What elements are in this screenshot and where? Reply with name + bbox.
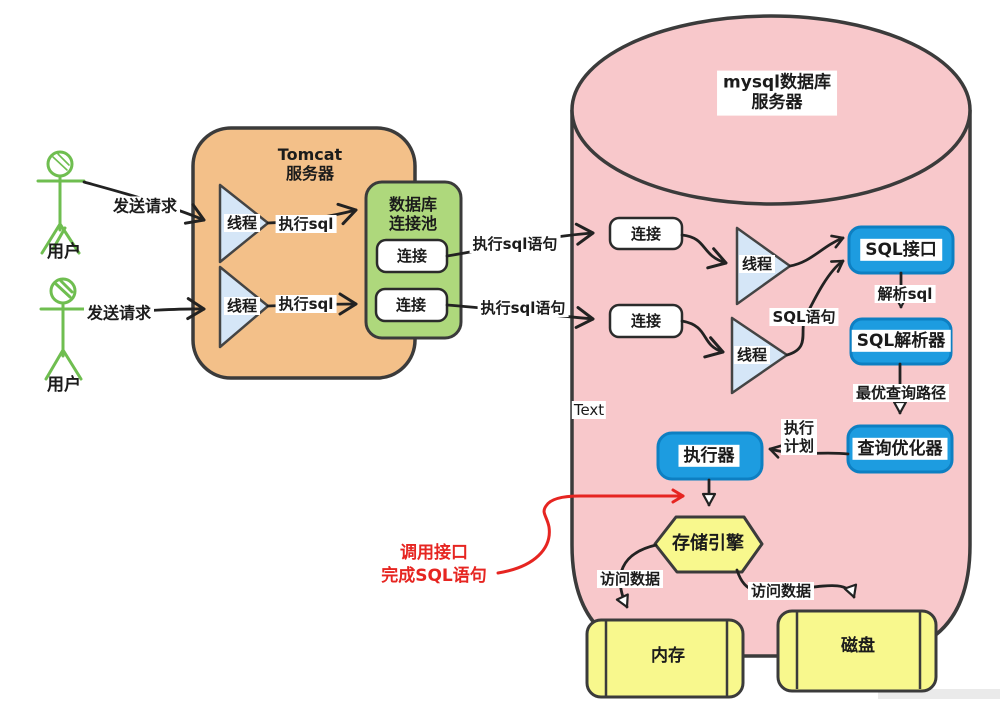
mysql-title-line1: mysql数据库 xyxy=(723,72,831,93)
tomcat-title: Tomcat 服务器 xyxy=(278,145,342,183)
edge-label-exec-sql-stmt-1: 执行sql语句 xyxy=(469,235,561,253)
tomcat-thread-label-2: 线程 xyxy=(223,297,261,315)
memory-box xyxy=(585,618,745,699)
storage-engine-hexagon xyxy=(653,515,764,574)
tomcat-thread-label-1: 线程 xyxy=(223,214,261,232)
disk-box xyxy=(776,609,938,693)
sql-parser-label: SQL解析器 xyxy=(851,329,951,353)
annotation-line1: 调用接口 xyxy=(400,543,468,564)
storage-engine-label: 存储引擎 xyxy=(672,533,744,555)
pool-title-line1: 数据库 xyxy=(388,194,438,214)
edge-label-exec-sql-1: 执行sql xyxy=(275,215,337,233)
tomcat-title-line1: Tomcat xyxy=(277,144,343,164)
edge-label-exec-sql-2: 执行sql xyxy=(275,295,337,313)
mysql-title: mysql数据库 服务器 xyxy=(717,70,837,116)
mysql-connection-label-1: 连接 xyxy=(630,225,662,243)
executor-label: 执行器 xyxy=(678,444,740,468)
user-label-2: 用户 xyxy=(47,374,81,395)
mysql-connection-box-1 xyxy=(608,216,684,251)
edge-label-send-request-2: 发送请求 xyxy=(83,303,155,323)
pool-title: 数据库 连接池 xyxy=(389,195,437,233)
user-figure-2 xyxy=(39,277,89,381)
edge-label-exec-plan-line2: 计划 xyxy=(783,437,815,455)
user-figure-1 xyxy=(36,150,86,255)
annotation-text: 调用接口 完成SQL语句 xyxy=(381,542,487,588)
user-label-1: 用户 xyxy=(47,241,81,262)
mysql-title-line2: 服务器 xyxy=(751,93,803,113)
mysql-connection-label-2: 连接 xyxy=(630,312,662,330)
edge-label-best-query-path: 最优查询路径 xyxy=(852,384,950,402)
edge-label-access-data-left: 访问数据 xyxy=(596,570,664,588)
edge-label-sql-statement: SQL语句 xyxy=(769,308,839,326)
arrow-storage-to-memory xyxy=(615,543,658,609)
bottom-strip xyxy=(878,689,1000,699)
mysql-thread-label-1: 线程 xyxy=(738,255,776,273)
disk-label: 磁盘 xyxy=(841,635,875,656)
sql-interface-label: SQL接口 xyxy=(860,238,942,262)
edge-label-exec-plan: 执行 计划 xyxy=(780,419,818,455)
mysql-thread-label-2: 线程 xyxy=(733,346,771,364)
edge-label-exec-plan-line1: 执行 xyxy=(783,419,815,437)
pool-title-line2: 连接池 xyxy=(388,214,438,233)
arrow-thread1-to-sql-interface xyxy=(788,234,845,268)
edge-label-send-request-1: 发送请求 xyxy=(109,196,181,216)
annotation-line2: 完成SQL语句 xyxy=(381,566,487,586)
tomcat-title-line2: 服务器 xyxy=(285,164,335,183)
query-optimizer-label: 查询优化器 xyxy=(852,437,948,461)
edge-label-parse-sql: 解析sql xyxy=(874,285,936,303)
memory-label: 内存 xyxy=(651,645,685,666)
pool-connection-label-2: 连接 xyxy=(395,296,427,314)
pool-connection-label-1: 连接 xyxy=(396,247,428,265)
edge-label-exec-sql-stmt-2: 执行sql语句 xyxy=(477,299,569,317)
arrow-conn1-to-thread1 xyxy=(680,233,728,270)
edge-label-access-data-right: 访问数据 xyxy=(747,582,815,600)
text-placeholder-label: Text xyxy=(571,401,607,419)
annotation-red-arrow xyxy=(496,488,685,575)
arrow-conn2-to-thread2 xyxy=(680,319,725,359)
